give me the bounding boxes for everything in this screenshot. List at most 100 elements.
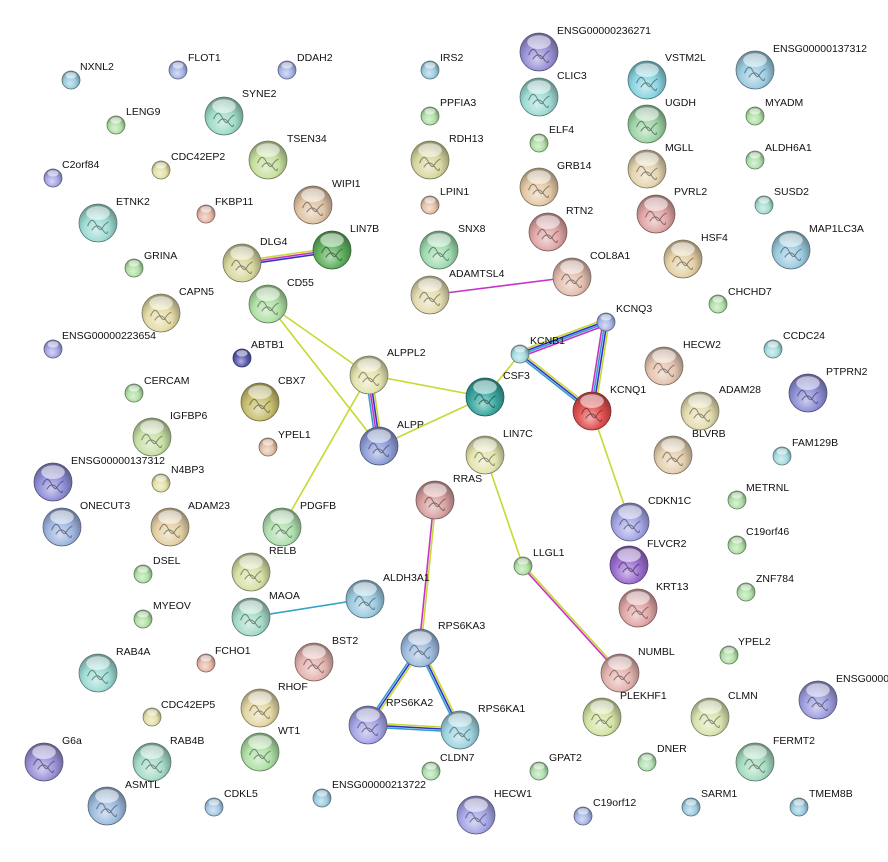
- node-C19orf46[interactable]: C19orf46: [727, 526, 789, 555]
- node-MYEOV[interactable]: MYEOV: [133, 600, 191, 629]
- node-RRAS[interactable]: RRAS: [415, 473, 482, 520]
- node-DDAH2[interactable]: DDAH2: [277, 52, 333, 80]
- node-MGLL[interactable]: MGLL: [627, 142, 694, 189]
- node-RELB[interactable]: RELB: [231, 545, 296, 592]
- node-ADAM28[interactable]: ADAM28: [680, 384, 761, 431]
- node-FAM129B[interactable]: FAM129B: [772, 437, 838, 466]
- node-LIN7B[interactable]: LIN7B: [312, 223, 379, 270]
- node-ETNK2[interactable]: ETNK2: [78, 196, 150, 243]
- node-RAB4B[interactable]: RAB4B: [132, 735, 204, 782]
- node-RPS6KA2[interactable]: RPS6KA2: [348, 697, 433, 745]
- node-C19orf12[interactable]: C19orf12: [573, 797, 636, 826]
- node-G6a[interactable]: G6a: [24, 735, 82, 782]
- node-ENSG00000213722[interactable]: ENSG00000213722: [312, 779, 426, 808]
- node-CLIC3[interactable]: CLIC3: [519, 70, 587, 117]
- node-KCNQ3[interactable]: KCNQ3: [596, 303, 652, 332]
- node-DNER[interactable]: DNER: [637, 743, 687, 772]
- node-GRB14[interactable]: GRB14: [519, 160, 592, 207]
- node-COL8A1[interactable]: COL8A1: [552, 250, 630, 297]
- node-ENSG00000137312b[interactable]: ENSG00000137312: [33, 455, 165, 502]
- node-UGDH[interactable]: UGDH: [627, 97, 696, 144]
- node-ADAM23[interactable]: ADAM23: [150, 500, 230, 547]
- node-ASMTL[interactable]: ASMTL: [87, 779, 160, 826]
- node-PVRL2[interactable]: PVRL2: [636, 186, 707, 234]
- node-PLEKHF1[interactable]: PLEKHF1: [582, 690, 667, 737]
- node-RHOF[interactable]: RHOF: [240, 681, 308, 728]
- node-SNX8[interactable]: SNX8: [419, 223, 486, 270]
- node-PTPRN2[interactable]: PTPRN2: [788, 366, 868, 413]
- node-ZNF784[interactable]: ZNF784: [736, 573, 794, 602]
- node-ALPP[interactable]: ALPP: [359, 419, 424, 466]
- node-VSTM2L[interactable]: VSTM2L: [627, 52, 706, 100]
- node-ABTB1[interactable]: ABTB1: [232, 339, 284, 368]
- node-FLVCR2[interactable]: FLVCR2: [609, 538, 687, 585]
- node-ENSG00000236271[interactable]: ENSG00000236271: [519, 25, 651, 72]
- node-ALPPL2[interactable]: ALPPL2: [349, 347, 426, 395]
- node-FLOT1[interactable]: FLOT1: [168, 52, 221, 80]
- node-CLDN7[interactable]: CLDN7: [421, 752, 475, 781]
- node-NXNL2[interactable]: NXNL2: [61, 61, 114, 90]
- node-NUMBL[interactable]: NUMBL: [600, 646, 675, 693]
- node-MAP1LC3A[interactable]: MAP1LC3A: [771, 223, 864, 270]
- node-MYADM[interactable]: MYADM: [745, 97, 803, 126]
- node-TMEM8B[interactable]: TMEM8B: [789, 788, 853, 817]
- node-WT1[interactable]: WT1: [240, 725, 300, 772]
- node-CBX7[interactable]: CBX7: [240, 375, 306, 422]
- node-LPIN1[interactable]: LPIN1: [420, 186, 469, 215]
- node-HECW1[interactable]: HECW1: [456, 788, 532, 835]
- node-FERMT2[interactable]: FERMT2: [735, 735, 815, 782]
- node-ENSG00000223654[interactable]: ENSG00000223654: [43, 330, 156, 359]
- node-GPAT2[interactable]: GPAT2: [529, 752, 582, 781]
- node-CERCAM[interactable]: CERCAM: [124, 375, 190, 403]
- node-IRS2[interactable]: IRS2: [420, 52, 464, 80]
- node-ENSG00000137312a[interactable]: ENSG00000137312: [735, 43, 867, 90]
- node-IGFBP6[interactable]: IGFBP6: [132, 410, 208, 457]
- node-CD55[interactable]: CD55: [248, 277, 314, 324]
- node-CDKL5[interactable]: CDKL5: [204, 788, 258, 817]
- node-SARM1[interactable]: SARM1: [681, 788, 737, 817]
- node-SYNE2[interactable]: SYNE2: [204, 88, 277, 136]
- node-DSEL[interactable]: DSEL: [133, 555, 181, 584]
- node-CDC42EP5[interactable]: CDC42EP5: [142, 699, 215, 727]
- node-BST2[interactable]: BST2: [294, 635, 358, 682]
- node-RPS6KA1[interactable]: RPS6KA1: [440, 703, 525, 750]
- node-CDKN1C[interactable]: CDKN1C: [610, 495, 692, 542]
- node-ADAMTSL4[interactable]: ADAMTSL4: [410, 268, 505, 315]
- node-YPEL2[interactable]: YPEL2: [719, 636, 771, 665]
- node-GRINA[interactable]: GRINA: [124, 250, 177, 278]
- node-TSEN34[interactable]: TSEN34: [248, 133, 327, 180]
- node-FCHO1[interactable]: FCHO1: [196, 645, 251, 673]
- node-BLVRB[interactable]: BLVRB: [653, 428, 726, 475]
- node-LIN7C[interactable]: LIN7C: [465, 428, 533, 475]
- node-DLG4[interactable]: DLG4: [222, 236, 288, 283]
- node-RDH13[interactable]: RDH13: [410, 133, 484, 180]
- node-WIPI1[interactable]: WIPI1: [293, 178, 361, 225]
- node-RTN2[interactable]: RTN2: [528, 205, 593, 252]
- node-METRNL[interactable]: METRNL: [727, 482, 789, 510]
- node-CLMN[interactable]: CLMN: [690, 690, 758, 737]
- node-KCNQ1[interactable]: KCNQ1: [572, 384, 646, 431]
- node-CCDC24[interactable]: CCDC24: [763, 330, 825, 359]
- node-KRT13[interactable]: KRT13: [618, 581, 689, 628]
- node-PDGFB[interactable]: PDGFB: [262, 500, 336, 547]
- node-CDC42EP2[interactable]: CDC42EP2: [151, 151, 225, 180]
- node-CHCHD7[interactable]: CHCHD7: [708, 286, 772, 314]
- node-HECW2[interactable]: HECW2: [644, 339, 721, 386]
- node-SUSD2[interactable]: SUSD2: [754, 186, 809, 215]
- node-ENSG00000x[interactable]: ENSG0000: [798, 673, 888, 720]
- node-RPS6KA3[interactable]: RPS6KA3: [400, 620, 485, 668]
- node-CSF3[interactable]: CSF3: [465, 370, 530, 417]
- node-LENG9[interactable]: LENG9: [106, 106, 161, 135]
- node-C2orf84[interactable]: C2orf84: [43, 159, 100, 188]
- node-LLGL1[interactable]: LLGL1: [513, 547, 565, 576]
- node-ELF4[interactable]: ELF4: [529, 124, 574, 153]
- node-MAOA[interactable]: MAOA: [231, 590, 300, 637]
- node-N4BP3[interactable]: N4BP3: [151, 464, 204, 493]
- node-FKBP11[interactable]: FKBP11: [196, 196, 253, 224]
- node-ONECUT3[interactable]: ONECUT3: [42, 500, 130, 547]
- node-HSF4[interactable]: HSF4: [663, 232, 728, 279]
- node-CAPN5[interactable]: CAPN5: [141, 286, 214, 333]
- node-RAB4A[interactable]: RAB4A: [78, 646, 150, 693]
- node-ALDH3A1[interactable]: ALDH3A1: [345, 572, 430, 619]
- node-KCNB1[interactable]: KCNB1: [510, 335, 565, 364]
